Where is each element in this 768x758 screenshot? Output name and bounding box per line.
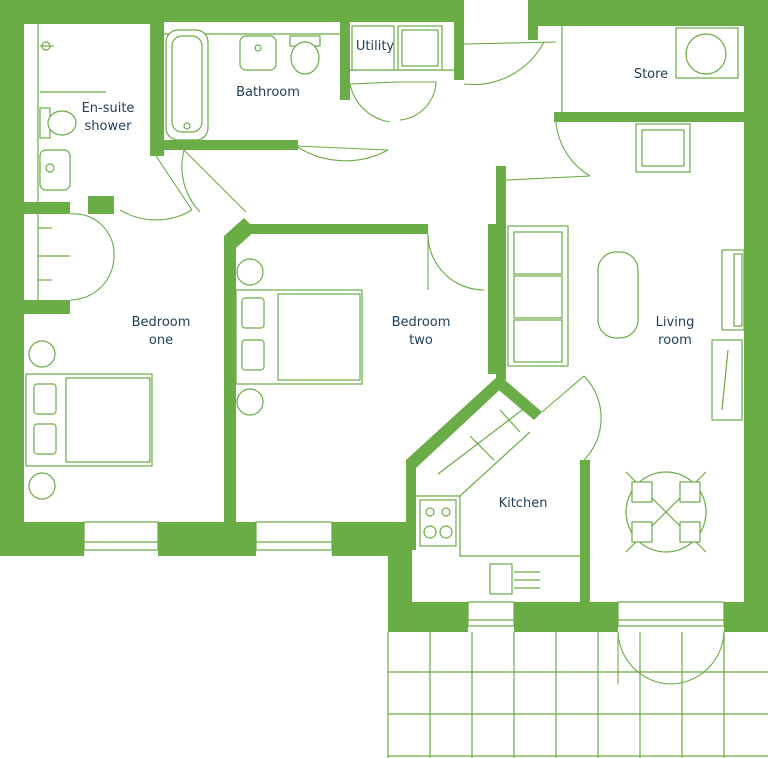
- room-label-bathroom: Bathroom: [236, 84, 300, 102]
- room-label-store: Store: [634, 66, 668, 84]
- room-label-store-line1: Store: [633, 67, 669, 82]
- media-unit-icon: [721, 249, 745, 331]
- room-label-bedroom-one-line1: Bedroom: [131, 315, 191, 330]
- bath-icon: [165, 29, 209, 141]
- fixtures: [25, 25, 745, 595]
- lamp-icon: [28, 258, 264, 500]
- room-label-bedroom-two-line2: two: [409, 333, 433, 348]
- room-label-kitchen: Kitchen: [499, 495, 548, 513]
- room-label-bedroom-one: Bedroom one: [132, 314, 191, 350]
- bathroom-basin-icon: [239, 35, 277, 71]
- utility-machines-icon: [351, 25, 443, 71]
- hob-icon: [419, 499, 457, 547]
- bed-icon: [235, 289, 363, 385]
- wardrobe-rail-icon: [38, 227, 52, 281]
- room-label-bathroom-line1: Bathroom: [236, 85, 300, 100]
- room-label-kitchen-line1: Kitchen: [498, 496, 548, 511]
- room-label-living-line2: room: [658, 333, 692, 348]
- walls: [0, 0, 768, 632]
- sofa-icon: [507, 225, 569, 367]
- kitchen-sink-icon: [489, 563, 540, 595]
- armchair-icon: [635, 123, 691, 173]
- room-label-living-line1: Living: [655, 315, 695, 330]
- bathroom-toilet-icon: [289, 35, 321, 75]
- bed-icon: [25, 373, 153, 467]
- room-label-ensuite-line2: shower: [84, 119, 132, 134]
- sideboard-icon: [711, 339, 743, 421]
- shower-icon: [40, 41, 54, 51]
- boiler-icon: [675, 27, 739, 79]
- room-label-utility: Utility: [356, 38, 394, 56]
- coffee-table-icon: [597, 251, 639, 339]
- room-label-ensuite-line1: En-suite: [81, 101, 135, 116]
- room-label-ensuite: En-suite shower: [82, 100, 135, 136]
- windows: [83, 521, 725, 627]
- room-label-living: Living room: [656, 314, 695, 350]
- doors: [69, 41, 725, 685]
- room-label-bedroom-two: Bedroom two: [392, 314, 451, 350]
- toilet-icon: [39, 107, 77, 139]
- basin-icon: [39, 149, 71, 191]
- room-label-bedroom-two-line1: Bedroom: [391, 315, 451, 330]
- room-label-utility-line1: Utility: [355, 39, 395, 54]
- dining-table-icon: [625, 471, 707, 553]
- room-label-bedroom-one-line2: one: [148, 333, 174, 348]
